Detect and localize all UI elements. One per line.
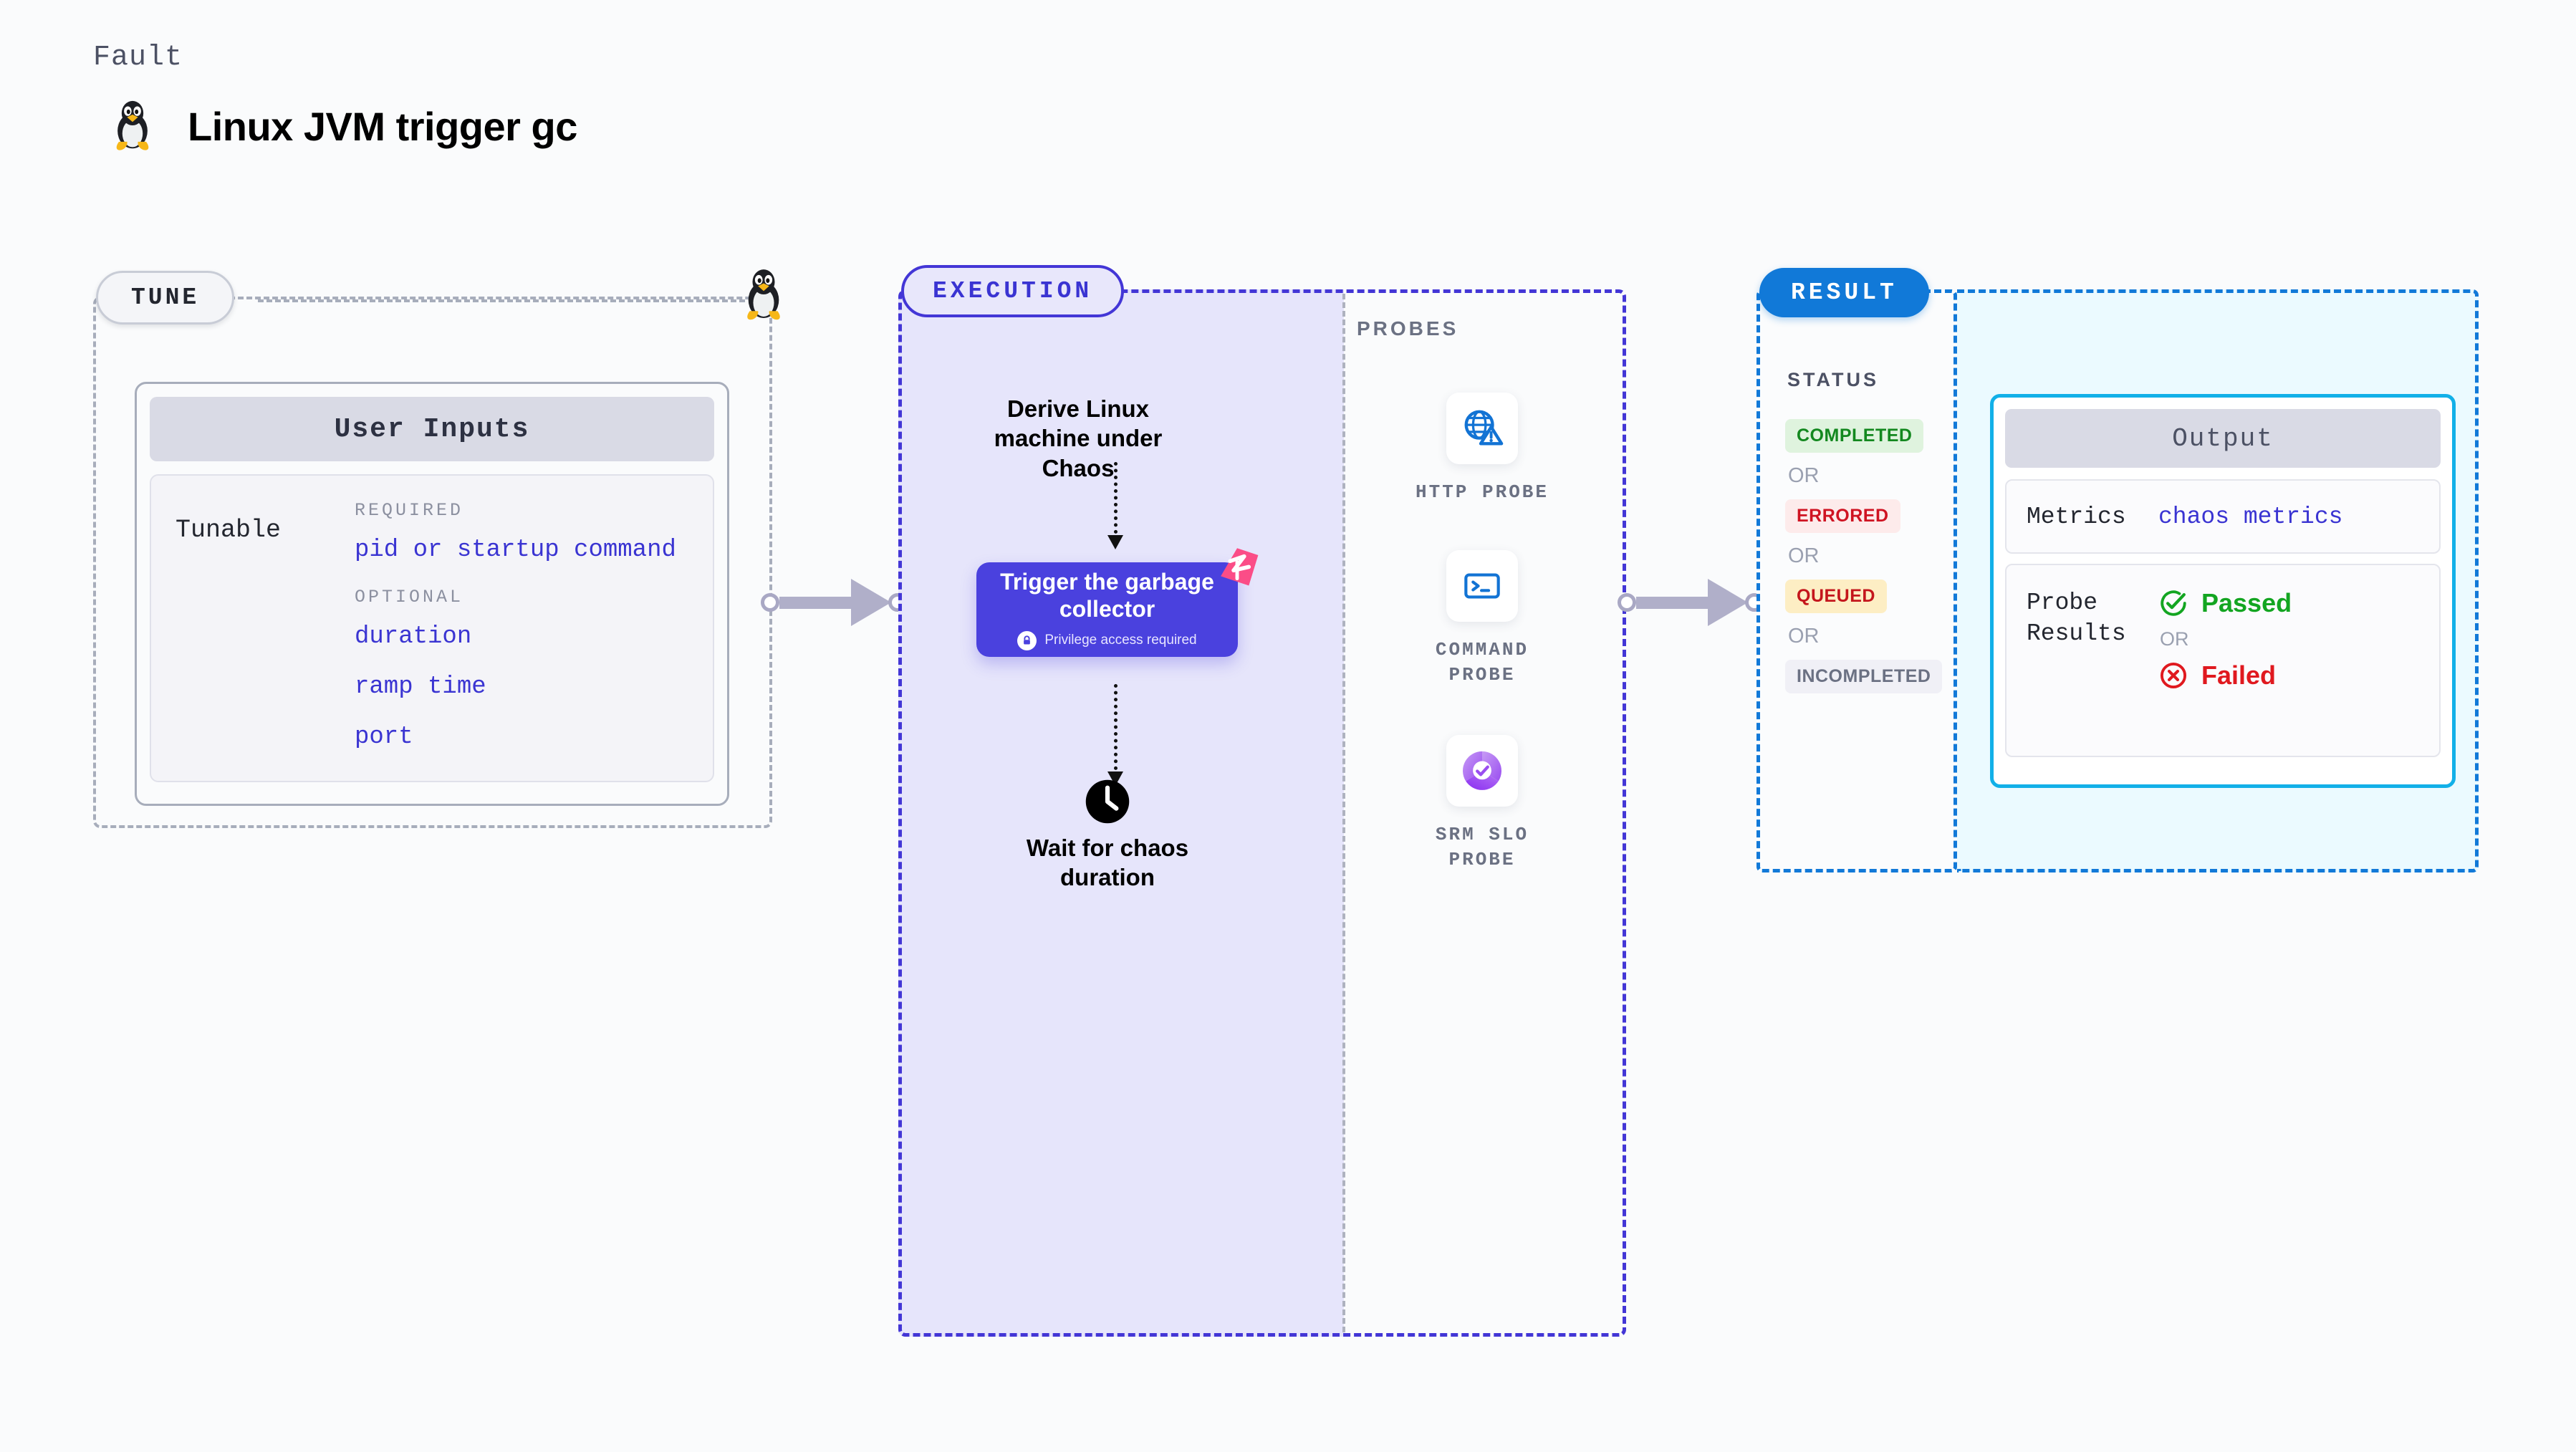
- result-pill-label[interactable]: RESULT: [1759, 268, 1929, 317]
- tunable-item[interactable]: port: [355, 723, 413, 751]
- trigger-step-box[interactable]: Trigger the garbage collector Privilege …: [976, 562, 1238, 657]
- execution-panel: [898, 289, 1626, 1337]
- derive-step-label: Derive Linux machine under Chaos: [994, 395, 1163, 481]
- probes-divider: [1342, 294, 1345, 1332]
- group-label-optional: OPTIONAL: [355, 587, 464, 607]
- linux-penguin-icon: [116, 100, 149, 150]
- metrics-row: Metrics chaos metrics: [2005, 479, 2441, 554]
- connector-arrowhead: [851, 579, 891, 626]
- probe-item-http[interactable]: HTTP PROBE: [1410, 393, 1554, 505]
- flow-arrow-derive-to-trigger: [1107, 462, 1123, 549]
- lock-icon: [1017, 630, 1037, 650]
- tune-pill-label[interactable]: TUNE: [96, 271, 235, 324]
- group-label-required: REQUIRED: [355, 500, 464, 521]
- status-badge: INCOMPLETED: [1785, 660, 1943, 693]
- probe-item-command[interactable]: COMMAND PROBE: [1410, 550, 1554, 688]
- linux-penguin-corner-icon: [747, 269, 780, 320]
- probes-section-label: PROBES: [1357, 317, 1459, 340]
- privilege-note: Privilege access required: [1017, 630, 1197, 650]
- tunable-item[interactable]: ramp time: [355, 673, 486, 701]
- tunable-box: Tunable REQUIRED pid or startup command …: [150, 474, 714, 782]
- slo-donut-check-icon: [1446, 735, 1518, 807]
- chaos-badge-icon: [1221, 548, 1259, 586]
- connector-tune-to-execution: [761, 579, 907, 626]
- user-inputs-header: User Inputs: [150, 397, 714, 461]
- wait-step-label: Wait for chaos duration: [1026, 835, 1189, 891]
- check-circle-icon: [2161, 590, 2186, 616]
- connector-arrowhead: [1708, 579, 1748, 626]
- title-row: Linux JVM trigger gc: [106, 100, 577, 153]
- status-badge: ERRORED: [1785, 499, 1900, 533]
- tunable-item[interactable]: duration: [355, 623, 472, 650]
- probe-label: COMMAND PROBE: [1435, 639, 1529, 686]
- probe-results-row: Probe Results Passed OR Failed: [2005, 564, 2441, 757]
- connector-line: [1636, 596, 1708, 609]
- fault-kicker: Fault: [93, 42, 183, 74]
- tune-connector-line: [258, 299, 745, 302]
- terminal-icon: [1446, 550, 1518, 622]
- status-badge: COMPLETED: [1785, 419, 1924, 453]
- connector-execution-to-result: [1618, 579, 1764, 626]
- status-list: COMPLETED OR ERRORED OR QUEUED OR INCOMP…: [1785, 419, 1943, 693]
- tunable-label: Tunable: [176, 516, 282, 544]
- tune-panel: [93, 297, 772, 828]
- output-card: Output Metrics chaos metrics Probe Resul…: [1990, 394, 2456, 788]
- status-or: OR: [1788, 464, 1820, 487]
- globe-warning-icon: [1446, 393, 1518, 464]
- probe-result-failed: Failed: [2158, 660, 2292, 691]
- flow-arrow-trigger-to-wait: [1107, 684, 1123, 786]
- status-or: OR: [1788, 625, 1820, 648]
- user-inputs-card: User Inputs Tunable REQUIRED pid or star…: [135, 382, 729, 806]
- connector-dot: [1618, 593, 1636, 612]
- metrics-value[interactable]: chaos metrics: [2158, 503, 2343, 530]
- status-section-label: STATUS: [1787, 369, 1879, 390]
- output-header: Output: [2005, 409, 2441, 468]
- probe-item-srm-slo[interactable]: SRM SLO PROBE: [1410, 735, 1554, 872]
- clock-icon: [1085, 779, 1130, 824]
- result-status-panel: [1756, 289, 1957, 872]
- execution-pill-label[interactable]: EXECUTION: [901, 265, 1125, 317]
- x-circle-icon: [2160, 662, 2187, 689]
- probe-label: HTTP PROBE: [1415, 481, 1549, 503]
- connector-line: [779, 596, 851, 609]
- probe-label: SRM SLO PROBE: [1435, 824, 1529, 871]
- failed-label: Failed: [2201, 660, 2277, 690]
- probe-result-passed: Passed: [2158, 588, 2292, 618]
- passed-label: Passed: [2201, 588, 2292, 617]
- status-or: OR: [1788, 544, 1820, 567]
- probe-result-or: OR: [2160, 628, 2189, 650]
- status-badge: QUEUED: [1785, 580, 1887, 613]
- page-header: Fault Linux JVM trigger gc: [93, 42, 577, 153]
- probe-results-label: Probe Results: [2027, 590, 2126, 647]
- connector-dot: [761, 593, 779, 612]
- tunable-list: REQUIRED pid or startup command OPTIONAL…: [355, 500, 713, 781]
- tunable-item[interactable]: pid or startup command: [355, 537, 676, 564]
- privilege-note-text: Privilege access required: [1044, 633, 1197, 648]
- metrics-label: Metrics: [2027, 503, 2126, 530]
- trigger-step-title: Trigger the garbage collector: [1000, 569, 1214, 622]
- page-title: Linux JVM trigger gc: [188, 103, 577, 149]
- probe-results-values: Passed OR Failed: [2158, 588, 2292, 756]
